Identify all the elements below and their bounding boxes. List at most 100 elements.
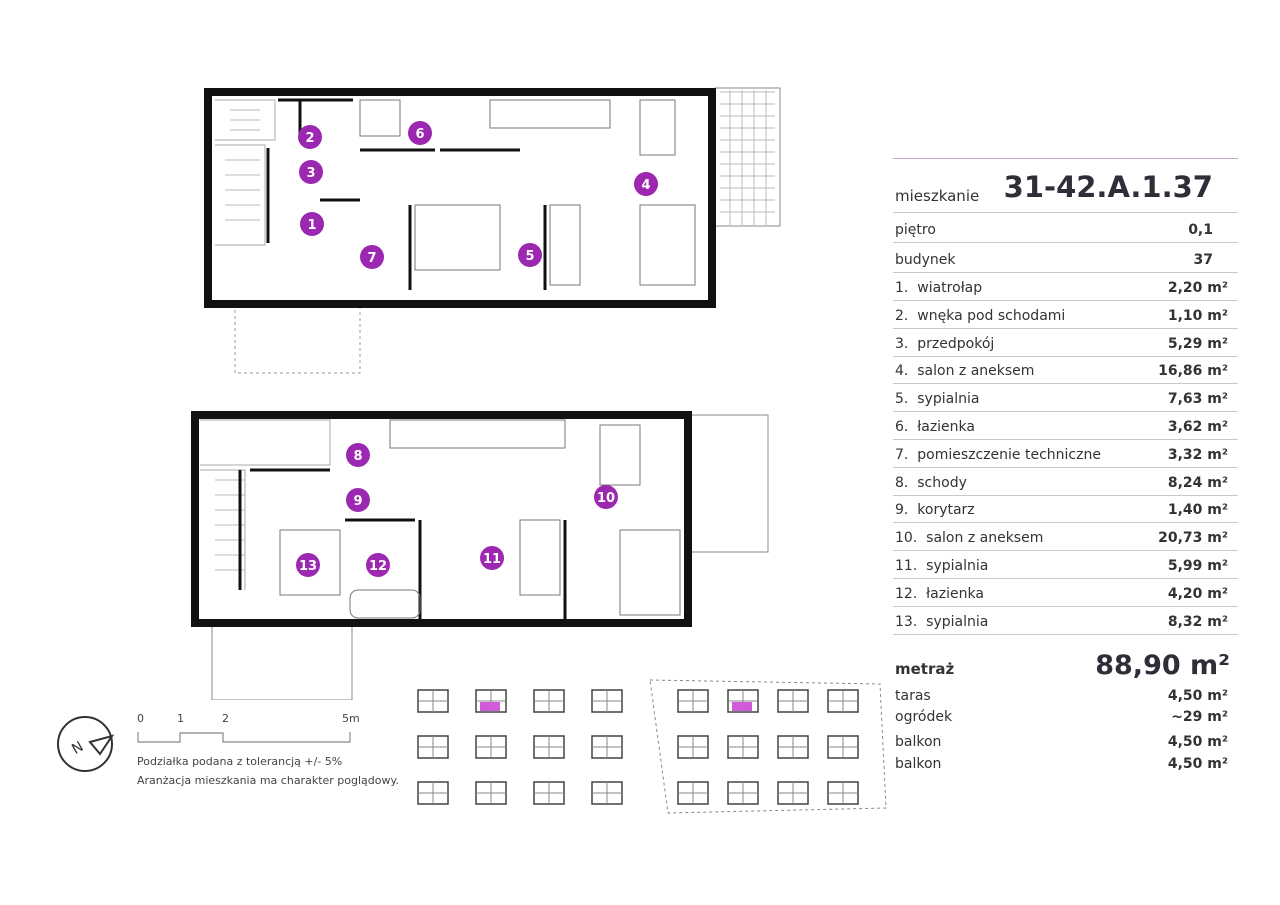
room-marker-number: 6 bbox=[415, 127, 424, 142]
floor-label: piętro bbox=[895, 222, 936, 238]
room-area: 16,86 m² bbox=[1158, 363, 1228, 380]
room-name: 4. salon z aneksem bbox=[895, 363, 1035, 380]
room-area: 5,29 m² bbox=[1167, 335, 1228, 352]
key-plan-unit bbox=[727, 781, 759, 805]
room-area: 3,32 m² bbox=[1167, 446, 1228, 463]
scale-bar: 0 1 2 5m bbox=[137, 712, 377, 732]
room-marker: 13 bbox=[296, 553, 320, 577]
key-plan-unit bbox=[417, 735, 449, 759]
upper-floor-plan bbox=[191, 411, 769, 700]
extra-row: ogródek ~29 m² bbox=[893, 709, 1238, 729]
room-marker: 4 bbox=[634, 172, 658, 196]
room-area: 1,40 m² bbox=[1167, 502, 1228, 519]
extra-name: ogródek bbox=[895, 709, 953, 725]
key-plan-unit bbox=[777, 781, 809, 805]
scale-tick: 5m bbox=[342, 712, 360, 725]
key-plan-unit bbox=[475, 781, 507, 805]
room-marker: 11 bbox=[480, 546, 504, 570]
room-marker-number: 13 bbox=[299, 559, 317, 574]
extra-name: balkon bbox=[895, 756, 942, 772]
building-label: budynek bbox=[895, 252, 956, 268]
extra-area: ~29 m² bbox=[1171, 709, 1228, 725]
room-marker-number: 7 bbox=[367, 251, 376, 266]
total-value: 88,90 m² bbox=[1095, 650, 1230, 681]
extra-area: 4,50 m² bbox=[1167, 688, 1228, 704]
key-plan-unit bbox=[727, 735, 759, 759]
key-plan-unit bbox=[777, 689, 809, 713]
room-name: 5. sypialnia bbox=[895, 391, 980, 408]
scale-tick: 1 bbox=[177, 712, 184, 725]
key-plan-unit bbox=[677, 735, 709, 759]
room-marker: 2 bbox=[298, 125, 322, 149]
room-marker-number: 4 bbox=[641, 178, 650, 193]
room-area: 8,24 m² bbox=[1167, 474, 1228, 491]
scale-tick: 0 bbox=[137, 712, 144, 725]
room-marker-number: 5 bbox=[525, 249, 534, 264]
key-plan-unit bbox=[533, 735, 565, 759]
extra-name: balkon bbox=[895, 734, 942, 750]
compass-icon: N bbox=[57, 716, 115, 772]
room-marker-number: 12 bbox=[369, 559, 387, 574]
extra-name: taras bbox=[895, 688, 931, 704]
room-area: 1,10 m² bbox=[1167, 307, 1228, 324]
room-area: 4,20 m² bbox=[1167, 585, 1228, 602]
room-marker-number: 9 bbox=[353, 494, 362, 509]
key-plan-unit bbox=[417, 781, 449, 805]
room-marker-number: 11 bbox=[483, 552, 501, 567]
key-plan-current-unit bbox=[727, 689, 759, 713]
room-name: 11. sypialnia bbox=[895, 558, 989, 574]
apartment-label: mieszkanie bbox=[895, 187, 980, 205]
key-plan-unit bbox=[827, 781, 859, 805]
room-row: 5. sypialnia 7,63 m² bbox=[893, 384, 1238, 413]
scale-note: Podziałka podana z tolerancją +/- 5% bbox=[137, 755, 343, 768]
header-rule bbox=[893, 158, 1238, 159]
room-marker: 10 bbox=[594, 485, 618, 509]
building-row: budynek 37 bbox=[893, 245, 1238, 273]
room-area: 5,99 m² bbox=[1167, 558, 1228, 574]
key-plan-unit bbox=[777, 735, 809, 759]
apartment-id: 31-42.A.1.37 bbox=[1003, 170, 1213, 204]
room-name: 7. pomieszczenie techniczne bbox=[895, 446, 1101, 463]
room-row: 11. sypialnia 5,99 m² bbox=[893, 551, 1238, 579]
key-plan-unit bbox=[475, 735, 507, 759]
room-marker: 3 bbox=[299, 160, 323, 184]
room-area: 2,20 m² bbox=[1167, 280, 1228, 296]
total-label: metraż bbox=[895, 660, 955, 678]
floor-value: 0,1 bbox=[1188, 222, 1213, 238]
room-row: 4. salon z aneksem 16,86 m² bbox=[893, 356, 1238, 385]
scale-ruler bbox=[137, 732, 351, 743]
building-value: 37 bbox=[1193, 252, 1213, 268]
room-name: 6. łazienka bbox=[895, 419, 975, 435]
room-name: 1. wiatrołap bbox=[895, 280, 983, 296]
room-marker-number: 3 bbox=[306, 166, 315, 181]
room-marker: 6 bbox=[408, 121, 432, 145]
room-name: 12. łazienka bbox=[895, 585, 984, 602]
room-marker-number: 10 bbox=[597, 491, 615, 506]
room-marker: 1 bbox=[300, 212, 324, 236]
arrangement-note: Aranżacja mieszkania ma charakter pogląd… bbox=[137, 774, 399, 787]
room-row: 7. pomieszczenie techniczne 3,32 m² bbox=[893, 440, 1238, 468]
room-row: 2. wnęka pod schodami 1,10 m² bbox=[893, 301, 1238, 329]
key-plan-unit bbox=[533, 781, 565, 805]
room-name: 13. sypialnia bbox=[895, 613, 989, 630]
ground-floor-plan bbox=[204, 87, 781, 374]
room-marker: 5 bbox=[518, 243, 542, 267]
key-plan-unit bbox=[591, 689, 623, 713]
room-marker-number: 2 bbox=[305, 131, 314, 146]
room-area: 7,63 m² bbox=[1167, 391, 1228, 408]
floor-row: piętro 0,1 bbox=[893, 215, 1238, 243]
key-plan-unit bbox=[827, 689, 859, 713]
room-name: 2. wnęka pod schodami bbox=[895, 307, 1066, 324]
key-plan-unit bbox=[677, 689, 709, 713]
rooms-table: piętro 0,1 budynek 37 1. wiatrołap 2,20 m² 2… bbox=[893, 213, 1238, 670]
room-marker: 12 bbox=[366, 553, 390, 577]
